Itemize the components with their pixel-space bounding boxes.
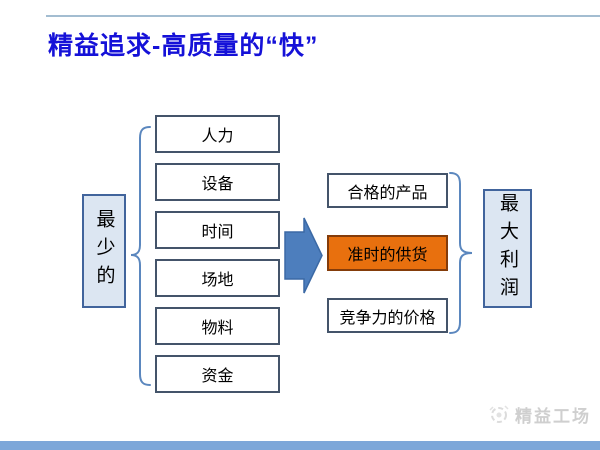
input-box-capital: 资金 (155, 355, 280, 393)
footer-logo-text: 精益工场 (515, 406, 591, 426)
output-box-on-time-delivery-highlighted: 准时的供货 (327, 235, 448, 271)
input-box-materials: 物料 (155, 307, 280, 345)
input-label: 场地 (201, 272, 234, 289)
output-box-qualified-products: 合格的产品 (327, 173, 448, 208)
input-label: 资金 (201, 368, 234, 385)
right-curly-brace-icon (449, 172, 473, 334)
input-label: 时间 (201, 224, 234, 241)
output-label: 准时的供货 (347, 247, 428, 264)
footer-accent-bar (0, 441, 600, 450)
input-box-site: 场地 (155, 259, 280, 297)
footer-logo: 精益工场 (487, 401, 591, 427)
min-resources-label-box: 最少的 (82, 194, 126, 308)
output-box-competitive-price: 竞争力的价格 (327, 298, 448, 333)
input-label: 物料 (201, 320, 234, 337)
max-profit-label: 最大利润 (497, 192, 518, 305)
input-label: 人力 (201, 128, 234, 145)
input-label: 设备 (201, 176, 234, 193)
right-block-arrow-icon (284, 217, 323, 294)
max-profit-label-box: 最大利润 (483, 189, 532, 308)
slide-title: 精益追求-高质量的“快” (48, 32, 319, 60)
title-divider-line (46, 15, 600, 17)
input-box-manpower: 人力 (155, 115, 280, 153)
input-box-time: 时间 (155, 211, 280, 249)
output-label: 竞争力的价格 (339, 309, 436, 327)
input-box-equipment: 设备 (155, 163, 280, 201)
output-label: 合格的产品 (347, 184, 428, 202)
left-curly-brace-icon (130, 126, 151, 386)
min-resources-label: 最少的 (93, 209, 115, 293)
lean-factory-logo-icon (489, 405, 509, 423)
